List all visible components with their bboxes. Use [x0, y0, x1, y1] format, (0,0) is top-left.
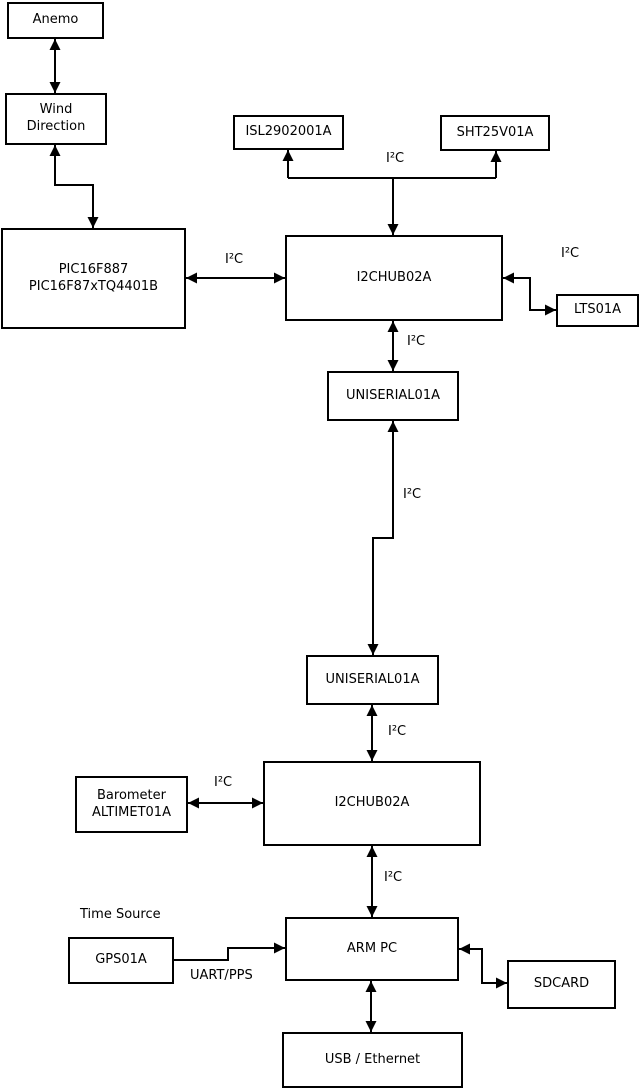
connector-armpc-sdcard — [459, 943, 507, 989]
node-label: USB / Ethernet — [324, 1051, 421, 1067]
edge-label-hub2-armpc-i2c: I²C — [384, 870, 403, 885]
node-label-line2: ALTIMET01A — [92, 804, 171, 820]
node-label: I2CHUB02A — [356, 269, 432, 285]
node-label: ARM PC — [346, 940, 398, 956]
node-pic-microcontroller: PIC16F887 PIC16F87xTQ4401B — [1, 228, 186, 329]
connector-uniserial1-uniserial2 — [367, 421, 399, 655]
node-wind-direction: Wind Direction — [5, 93, 107, 145]
node-label-line1: PIC16F887 — [58, 261, 129, 277]
node-usb-ethernet: USB / Ethernet — [282, 1032, 463, 1088]
edge-label-barometer-hub2-i2c: I²C — [214, 775, 233, 790]
node-sdcard: SDCARD — [507, 960, 616, 1009]
edge-label-sensor-bus-i2c: I²C — [386, 151, 405, 166]
node-label: UNISERIAL01A — [346, 387, 440, 403]
node-label: Anemo — [32, 12, 79, 28]
node-uniserial-1: UNISERIAL01A — [327, 371, 459, 421]
edge-label-hub1-uniserial-i2c: I²C — [407, 334, 426, 349]
node-isl2902001a: ISL2902001A — [233, 115, 344, 150]
node-label: I2CHUB02A — [334, 795, 410, 811]
node-anemometer: Anemo — [7, 2, 104, 39]
node-label-line1: Barometer — [97, 787, 166, 803]
node-sht25v01a: SHT25V01A — [440, 115, 550, 151]
node-i2c-hub-1: I2CHUB02A — [285, 235, 503, 321]
edge-label-uniserial2-hub2-i2c: I²C — [388, 724, 407, 739]
annotation-time-source: Time Source — [80, 907, 161, 922]
node-lts01a: LTS01A — [556, 294, 639, 327]
node-label: SDCARD — [533, 976, 590, 992]
node-label-line2: Direction — [26, 119, 86, 134]
connector-gps-armpc — [174, 942, 285, 961]
edge-label-pic-hub1-i2c: I²C — [225, 252, 244, 267]
connector-wind-pic — [49, 145, 99, 228]
connector-hub1-lts — [503, 272, 556, 316]
node-label: SHT25V01A — [456, 124, 534, 140]
node-label: ISL2902001A — [245, 124, 332, 140]
node-uniserial-2: UNISERIAL01A — [306, 655, 439, 705]
node-arm-pc: ARM PC — [285, 917, 459, 981]
edge-label-hub1-lts-i2c: I²C — [561, 246, 580, 261]
node-gps: GPS01A — [68, 937, 174, 984]
edge-label-uniserial-link-i2c: I²C — [403, 487, 422, 502]
edge-label-gps-armpc-uart-pps: UART/PPS — [190, 968, 253, 983]
node-label-line1: Wind — [39, 102, 73, 118]
node-barometer: Barometer ALTIMET01A — [75, 776, 188, 833]
node-i2c-hub-2: I2CHUB02A — [263, 761, 481, 846]
node-label-line2: PIC16F87xTQ4401B — [28, 278, 159, 294]
node-label: GPS01A — [95, 952, 147, 968]
node-label: LTS01A — [573, 302, 622, 318]
node-label: UNISERIAL01A — [325, 671, 420, 687]
